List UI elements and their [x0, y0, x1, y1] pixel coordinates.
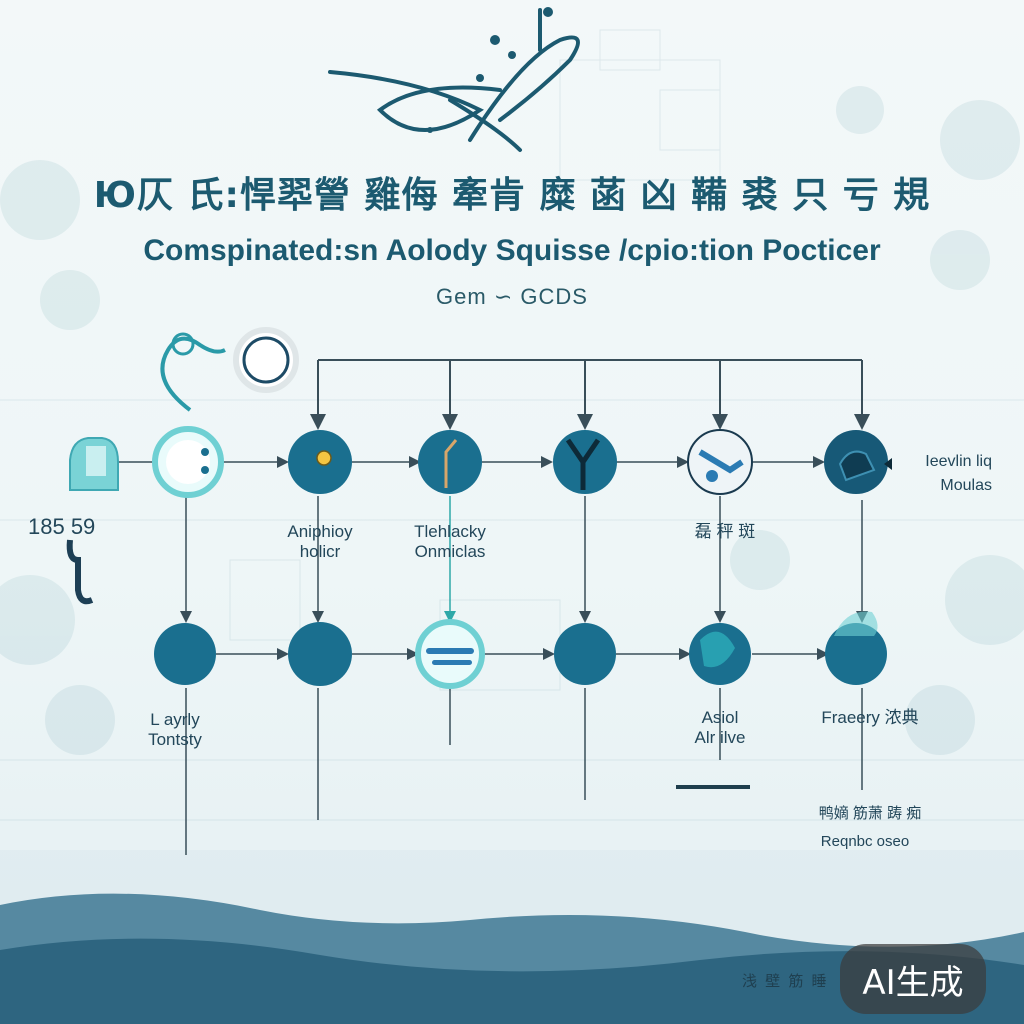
node-top-3	[418, 430, 482, 494]
label-bottom-6-en: Reqnbc oseo	[820, 833, 910, 850]
node-top-5	[687, 429, 753, 495]
handset-icon	[160, 332, 226, 412]
node-top-2	[288, 430, 352, 494]
footer-mark: 浅 壁 筋 睡	[742, 973, 829, 990]
left-number: 185 59	[28, 514, 96, 539]
subtitle: Gem ∽ GCDS	[436, 284, 588, 309]
pill-icon	[426, 648, 474, 654]
microscope-icon	[698, 449, 744, 474]
label-top-2: Aniphioy holicr	[287, 522, 353, 561]
label-bottom-6: Fraeery 浓典	[821, 708, 919, 727]
label-bottom-5: Asiol Alr ilve	[694, 708, 746, 747]
node-bottom-6	[825, 611, 887, 685]
ai-generated-watermark: AI生成	[840, 944, 986, 1014]
fork-icon	[565, 438, 601, 490]
node-top-6	[824, 430, 892, 494]
node-bottom-5	[689, 623, 751, 685]
node-bottom-1	[154, 623, 216, 685]
node-top-1	[152, 426, 224, 498]
node-top-4	[553, 430, 617, 494]
device-icon	[838, 450, 876, 482]
cord-icon	[66, 539, 94, 605]
label-top-right: Ieevlin liq Moulas	[925, 453, 992, 494]
bottle-icon	[69, 437, 119, 491]
node-bottom-2	[288, 622, 352, 686]
node-bottom-3	[415, 619, 485, 689]
divider-bar	[676, 785, 750, 789]
label-top-5: 磊 秤 斑	[694, 522, 756, 541]
title-chinese: Ю仄 氏:悍翆謍 雞侮 牽肯 糜 菡 凶 鞴 裘 只 亏 規	[93, 175, 931, 216]
label-bottom-1: L ayrly Tontsty	[148, 710, 202, 749]
title-english: Comspinated:sn Aolody Squisse /cpio:tion…	[143, 234, 881, 267]
label-top-3: Tlehlacky Onmiclas	[414, 522, 486, 561]
label-bottom-6-zh: 鸭嫡 筋萧 踌 痴	[818, 805, 922, 822]
node-bottom-4	[554, 623, 616, 685]
tool-icon	[444, 439, 458, 488]
top-bus	[310, 359, 870, 430]
dot-icon	[316, 450, 332, 466]
